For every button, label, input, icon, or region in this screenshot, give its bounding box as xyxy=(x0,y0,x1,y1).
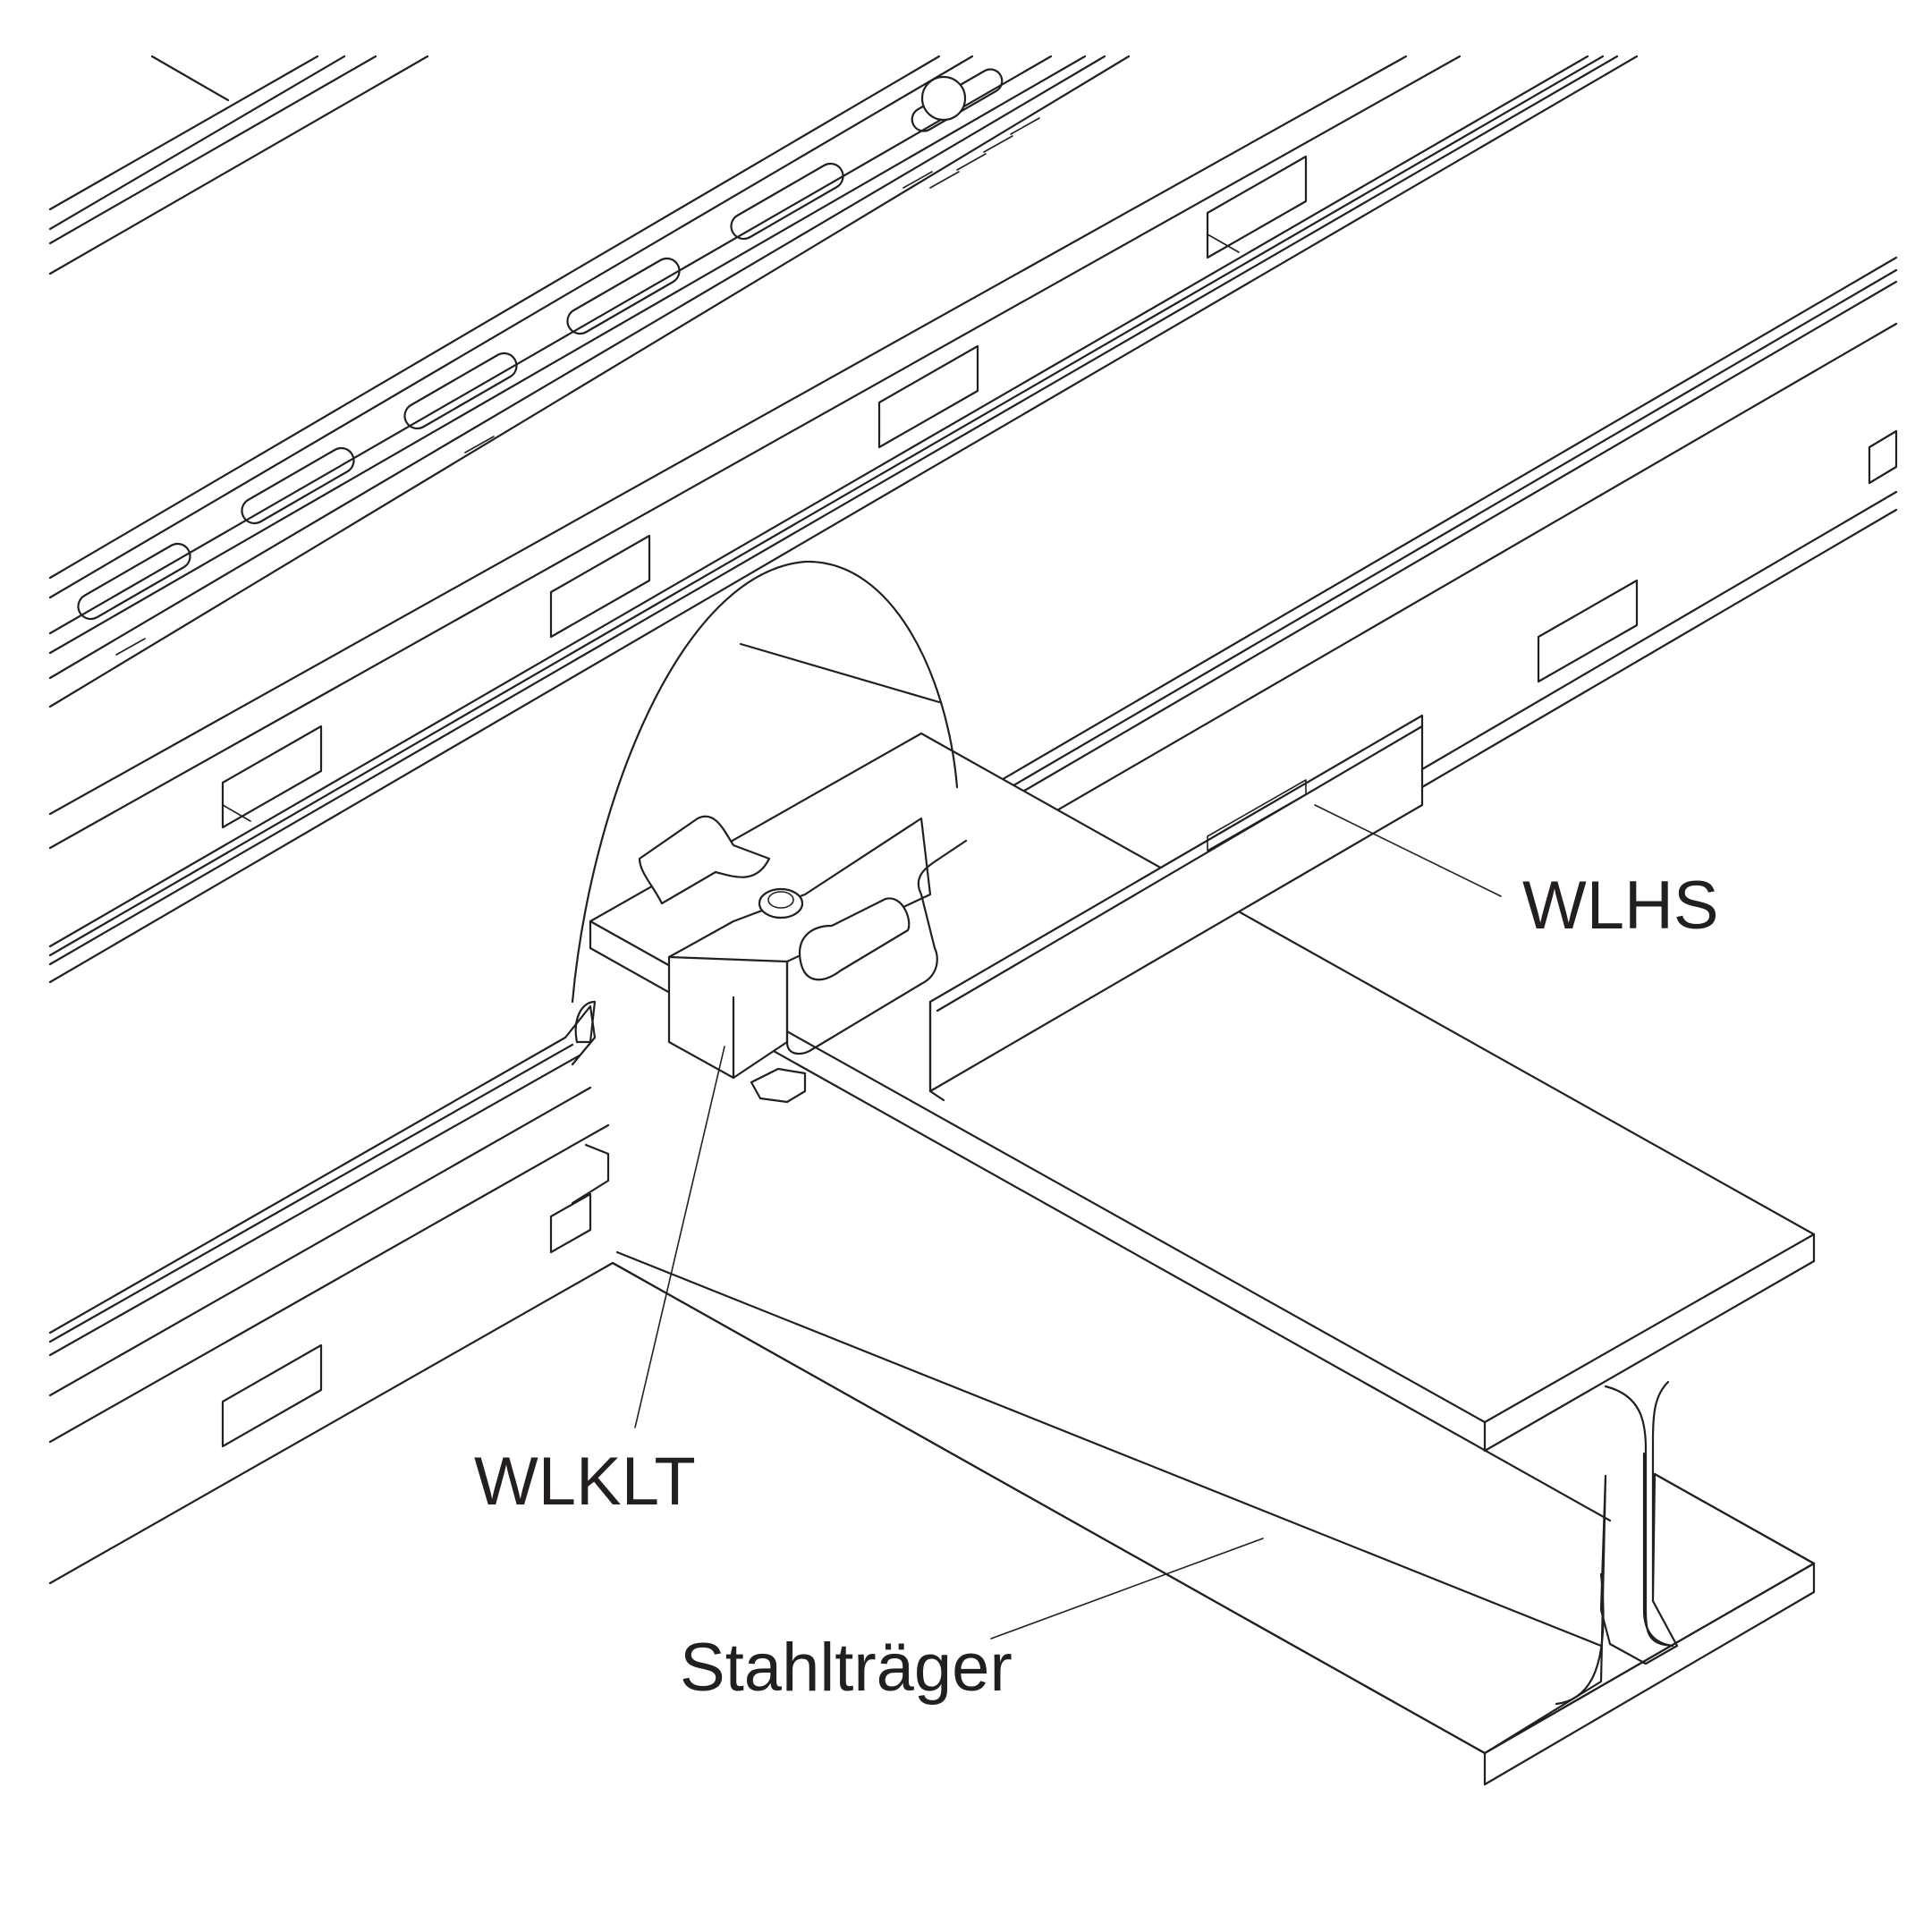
holder-strip xyxy=(928,714,1424,1102)
stahltraeger-leader xyxy=(990,1538,1264,1640)
slotted-holes xyxy=(77,162,844,621)
wlklt-leader xyxy=(634,1046,725,1428)
label-wlhs: WLHS xyxy=(1522,868,1719,944)
right-cable-tray xyxy=(960,256,1898,865)
wlhs-leader xyxy=(1314,804,1502,897)
leader-lines xyxy=(634,804,1502,1640)
upper-side-wall xyxy=(48,55,1639,984)
lower-left-cable-tray xyxy=(48,1004,614,1585)
label-stahltraeger: Stahlträger xyxy=(680,1630,1013,1706)
cable-clamp xyxy=(571,560,968,1104)
label-wlklt: WLKLT xyxy=(474,1444,696,1520)
adjustment-knob xyxy=(115,68,1040,656)
upper-cable-tray xyxy=(48,55,1131,708)
